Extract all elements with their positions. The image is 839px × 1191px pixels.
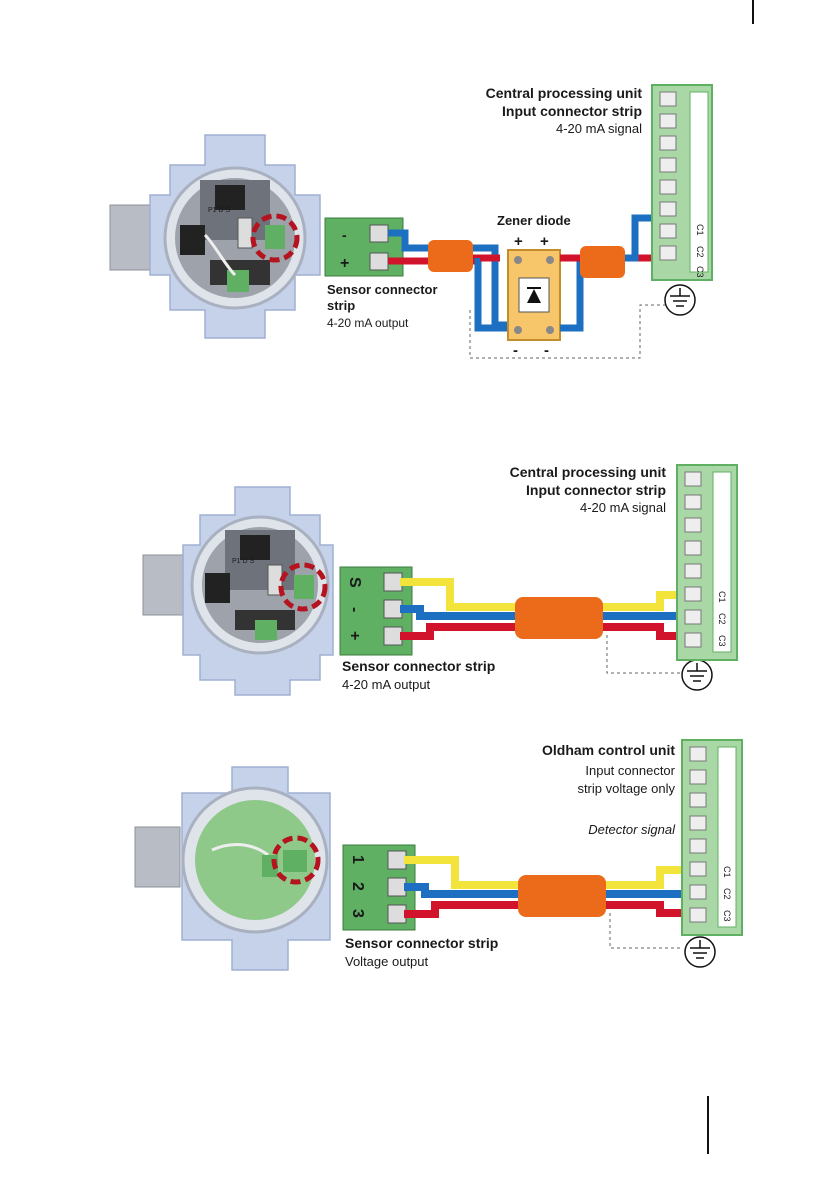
wiring-diagram-voltage: 1 2 3 Sensor connector strip Voltage out…	[134, 739, 743, 971]
cpu-title-line2: Input connector strip	[526, 482, 666, 498]
detector-signal: Detector signal	[588, 822, 676, 837]
sensor-pin-minus: -	[342, 227, 347, 243]
pcb-marks: P1 D S	[208, 207, 231, 214]
sensor-pin-2: 2	[349, 882, 366, 891]
sensor-label: Sensor connector strip	[345, 935, 498, 951]
zener-plus-left: +	[514, 233, 523, 250]
zener-minus-right: -	[544, 342, 549, 359]
highlight-circle	[271, 835, 321, 885]
ground-icon	[681, 659, 713, 691]
strip-c2: C2	[695, 246, 705, 258]
ground-icon	[684, 936, 716, 968]
cpu-input-connector-strip[interactable]	[651, 84, 713, 281]
wiring-diagram-zener: P1 D S - + Sensor connector strip 4-20 m…	[109, 84, 713, 359]
ground-wire	[609, 913, 683, 949]
pcb-marks: P1 D S	[232, 558, 255, 565]
wires	[400, 578, 688, 640]
page-margin-bar	[707, 1096, 709, 1154]
sensor-pin-plus: +	[346, 631, 363, 640]
zener-label: Zener diode	[497, 213, 571, 228]
wires	[404, 856, 693, 918]
sensor-output: Voltage output	[345, 954, 429, 969]
strip-c3: C3	[695, 266, 705, 278]
wiring-diagram-4-20ma: P1 D S S - + Sensor connector strip 4-20…	[142, 464, 738, 696]
page-corner-mark	[752, 0, 754, 24]
unit-line2: Input connector	[585, 763, 675, 778]
wires-right	[560, 214, 660, 332]
detector-housing: P1 D S	[142, 486, 334, 696]
sensor-label: Sensor connector strip	[342, 658, 495, 674]
sensor-pin-3: 3	[349, 909, 366, 918]
strip-c1: C1	[722, 866, 732, 878]
cpu-title-line2: Input connector strip	[502, 103, 642, 119]
strip-c3: C3	[722, 910, 732, 922]
detector-housing	[134, 766, 331, 971]
sensor-pin-minus: -	[346, 607, 363, 612]
sensor-output: 4-20 mA output	[342, 677, 431, 692]
cpu-title-line1: Central processing unit	[510, 464, 667, 480]
ground-wire	[469, 304, 665, 359]
sensor-pin-1: 1	[349, 855, 366, 864]
strip-c2: C2	[722, 888, 732, 900]
highlight-circle	[278, 562, 328, 612]
sensor-label-line2: strip	[327, 298, 355, 313]
unit-line3: strip voltage only	[577, 781, 675, 796]
cpu-subtitle: 4-20 mA signal	[580, 500, 666, 515]
strip-c3: C3	[717, 635, 727, 647]
ground-wire	[606, 635, 680, 674]
zener-plus-right: +	[540, 233, 549, 250]
sensor-label-line1: Sensor connector	[327, 282, 438, 297]
cpu-subtitle: 4-20 mA signal	[556, 121, 642, 136]
sensor-pin-s: S	[346, 577, 363, 588]
sensor-connector-strip[interactable]	[342, 844, 416, 931]
strip-c1: C1	[717, 591, 727, 603]
wires-left	[388, 229, 510, 332]
cpu-title-line1: Central processing unit	[486, 85, 643, 101]
control-unit-input-connector-strip[interactable]	[681, 739, 743, 936]
zener-diode	[507, 249, 561, 341]
detector-housing: P1 D S	[109, 134, 321, 339]
cpu-input-connector-strip[interactable]	[676, 464, 738, 661]
sensor-output: 4-20 mA output	[327, 316, 409, 330]
sensor-pin-plus: +	[340, 255, 349, 272]
unit-title: Oldham control unit	[542, 742, 675, 758]
highlight-circle	[250, 213, 300, 263]
strip-c1: C1	[695, 224, 705, 236]
ground-icon	[664, 284, 696, 316]
strip-c2: C2	[717, 613, 727, 625]
zener-minus-left: -	[513, 342, 518, 359]
sensor-connector-strip[interactable]: - +	[324, 217, 404, 277]
